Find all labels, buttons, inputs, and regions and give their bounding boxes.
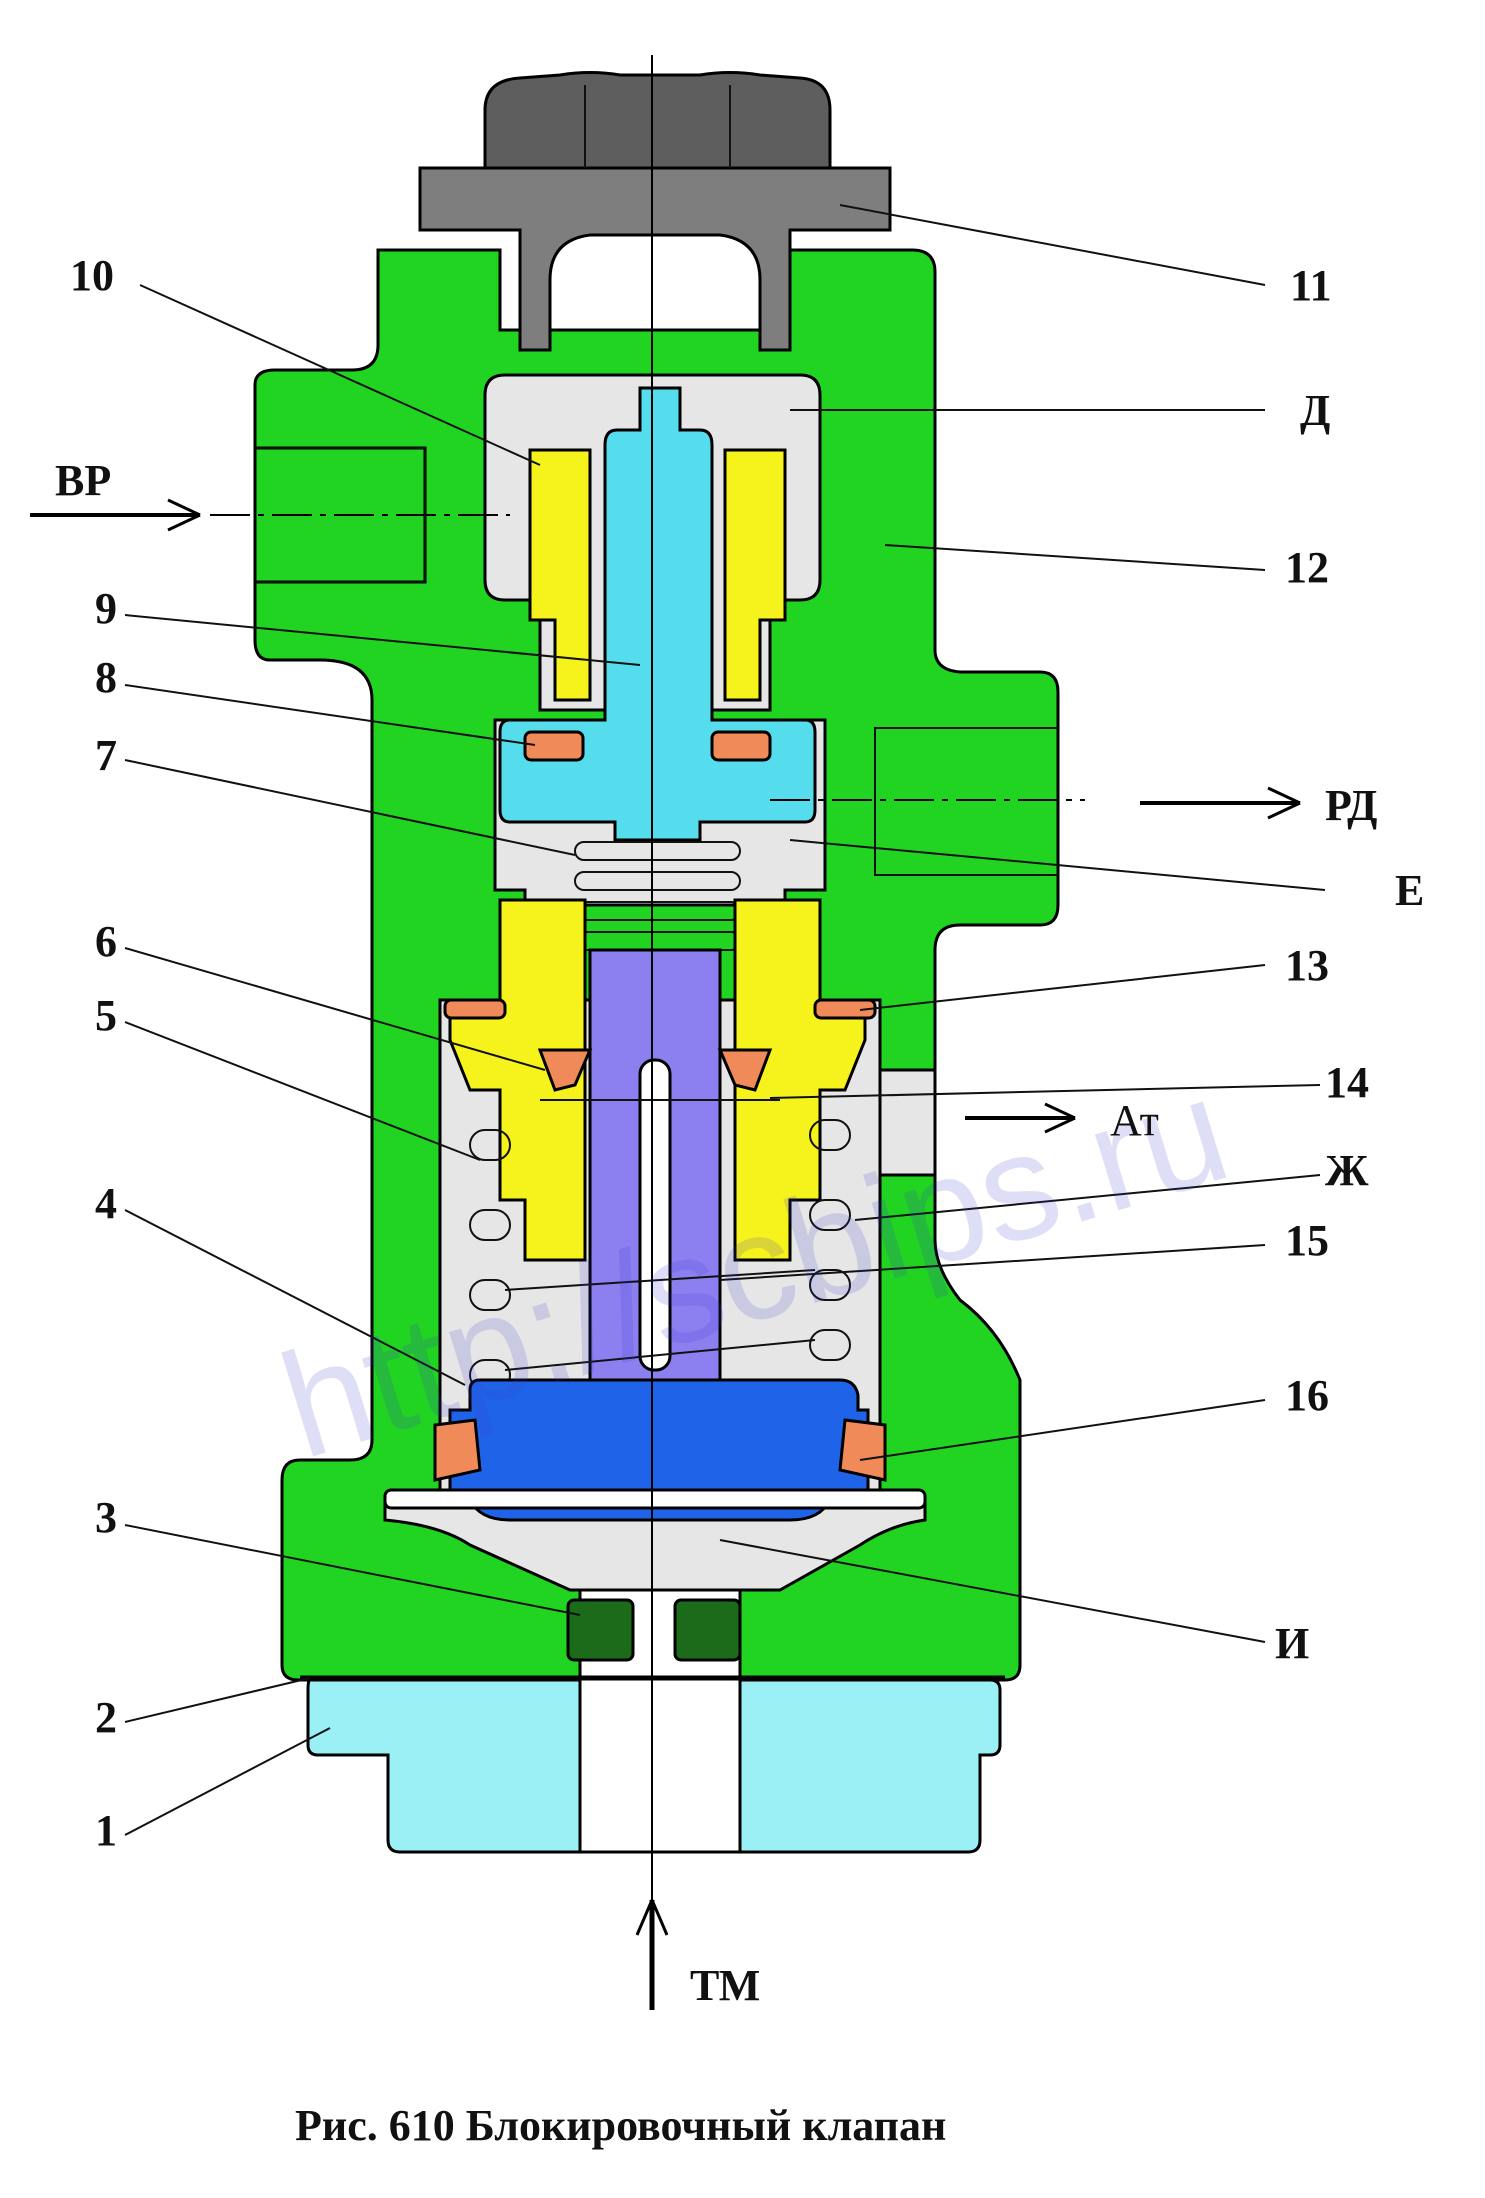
port-label-RD: РД: [1325, 781, 1377, 830]
leader-lines: [124, 204, 1326, 1836]
label-16: 16: [1285, 1371, 1329, 1420]
spring-part-5: [469, 1119, 851, 1391]
label-12: 12: [1285, 543, 1329, 592]
label-11: 11: [1290, 261, 1332, 310]
label-D: Д: [1300, 386, 1330, 435]
seal-part-6-left: [537, 1048, 593, 1092]
seal-part-8-left: [523, 730, 585, 762]
seal-flange-left: [443, 998, 507, 1020]
guide-part-10-right: [723, 448, 787, 702]
arrow-At: [965, 1102, 1076, 1134]
seal-part-6-right: [717, 1048, 773, 1092]
arrow-RD: [1140, 786, 1301, 820]
label-2: 2: [95, 1693, 117, 1742]
port-label-TM: ТМ: [690, 1961, 760, 2010]
label-3: 3: [95, 1493, 117, 1542]
label-5: 5: [95, 991, 117, 1040]
plunger-part-9: [498, 386, 817, 842]
label-14: 14: [1325, 1058, 1369, 1107]
sleeve-part-13-right: [733, 898, 867, 1262]
cap-hex-nut: [483, 71, 832, 170]
arrow-VR: [30, 498, 201, 532]
port-bore-RD-walls: [874, 727, 1058, 876]
label-15: 15: [1285, 1216, 1329, 1265]
ring-under-piston: [383, 1488, 927, 1510]
label-1: 1: [95, 1806, 117, 1855]
guide-part-10: [528, 448, 592, 702]
label-E: Е: [1395, 866, 1424, 915]
seal-part-16-left: [433, 1418, 482, 1482]
seal-part-16-right: [838, 1418, 887, 1482]
port-label-VR: ВР: [55, 456, 111, 505]
label-8: 8: [95, 653, 117, 702]
label-I: И: [1275, 1619, 1309, 1668]
label-13: 13: [1285, 941, 1329, 990]
arrow-TM: [635, 1899, 669, 2010]
label-4: 4: [95, 1179, 117, 1228]
gasket-part-3-right: [673, 1598, 742, 1662]
figure-caption: Рис. 610 Блокировочный клапан: [295, 2101, 946, 2150]
seal-part-8-right: [710, 730, 772, 762]
port-label-At: Ат: [1110, 1096, 1159, 1145]
cap-part-11: [418, 166, 892, 352]
label-6: 6: [95, 917, 117, 966]
label-10: 10: [70, 251, 114, 300]
label-Zh: Ж: [1325, 1146, 1369, 1195]
gasket-part-3-left: [566, 1598, 635, 1662]
pin-part-14: [638, 1058, 672, 1372]
port-bore-At: [878, 1068, 937, 1177]
cap-hex-edges: [584, 85, 731, 168]
label-9: 9: [95, 584, 117, 633]
label-7: 7: [95, 731, 117, 780]
